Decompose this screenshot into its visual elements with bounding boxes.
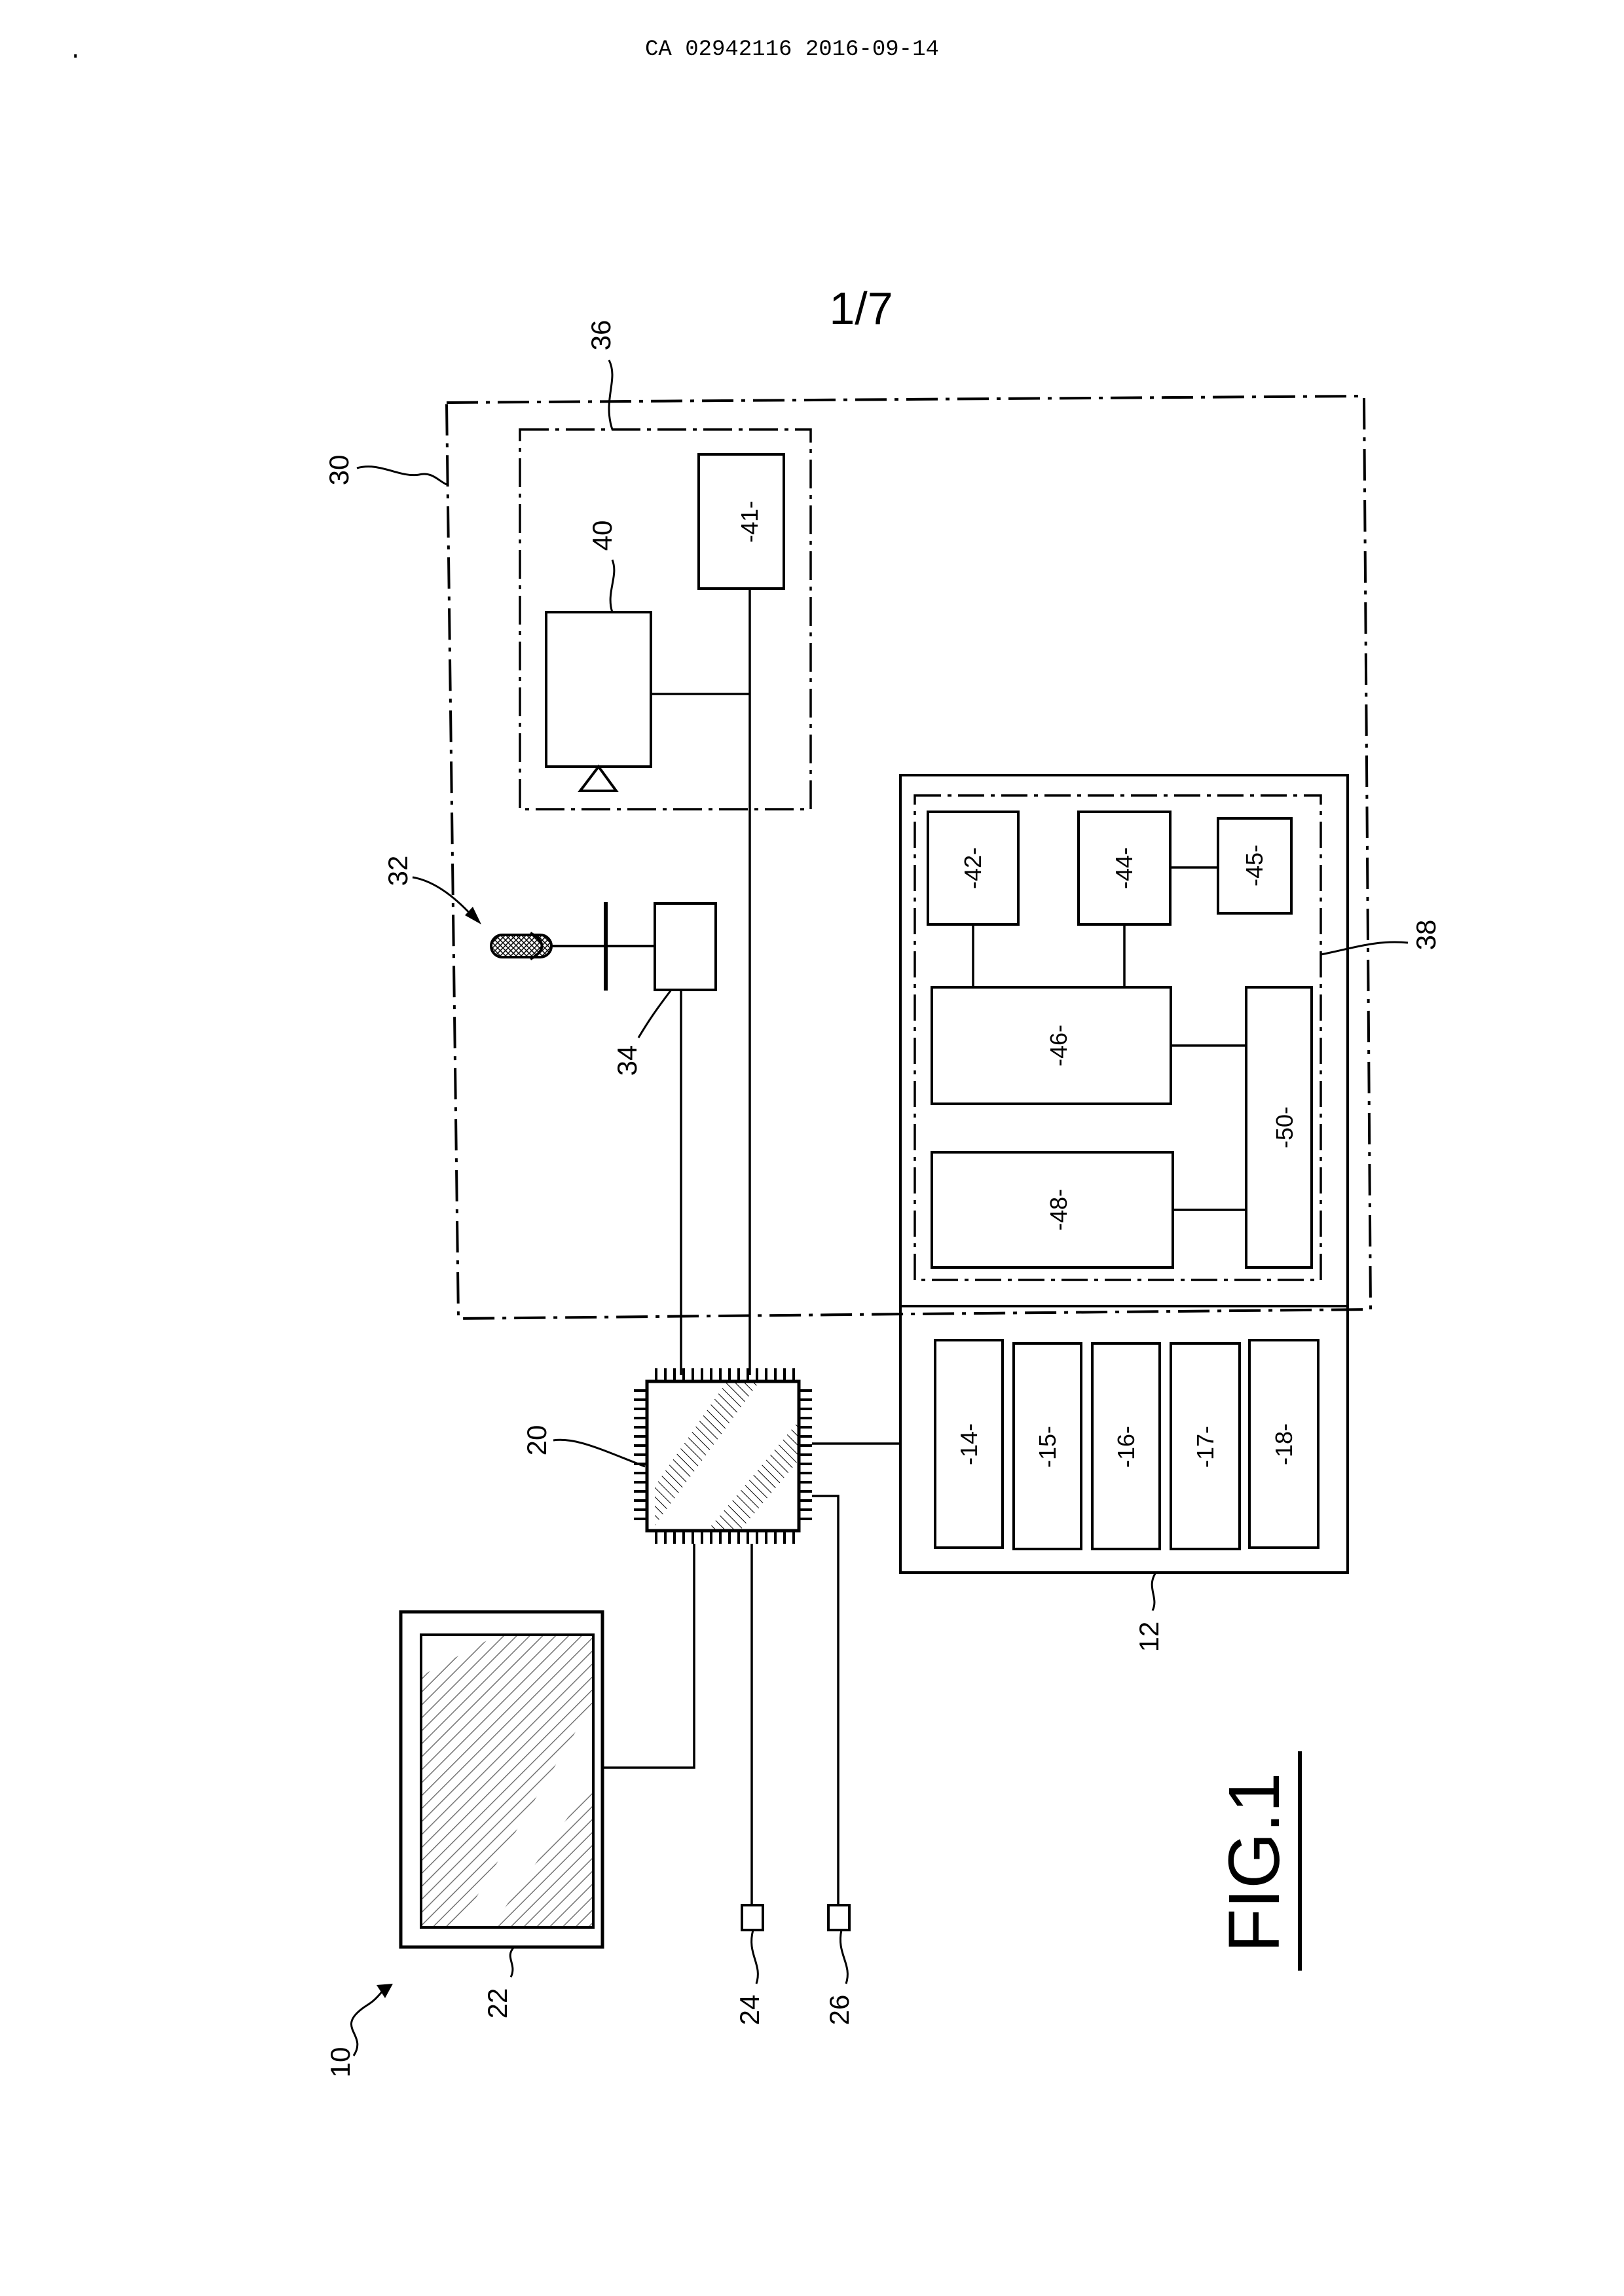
link-chip-26 [812, 1496, 838, 1905]
ref-32-arrowhead [465, 907, 481, 924]
ref-36: 36 [585, 320, 616, 351]
block-41-label: -41- [736, 501, 763, 543]
ref-34-leader [638, 990, 671, 1038]
block-18-label: -18- [1270, 1423, 1297, 1465]
block-44-label: -44- [1111, 847, 1137, 889]
block-46-label: -46- [1045, 1025, 1072, 1066]
ref-40: 40 [587, 520, 618, 551]
ref-24: 24 [734, 1995, 765, 2026]
ref-30: 30 [323, 455, 354, 486]
block-45-label: -45- [1241, 845, 1268, 886]
module-34 [655, 903, 716, 990]
sheet-number: 1/7 [829, 283, 893, 334]
link-chip-display [596, 1544, 694, 1768]
block-14-label: -14- [955, 1423, 982, 1465]
camera-40-lens [580, 767, 616, 791]
ref-38: 38 [1411, 920, 1441, 951]
block-16-label: -16- [1113, 1426, 1139, 1468]
block-17-label: -17- [1192, 1426, 1219, 1468]
camera-40-body [546, 612, 651, 767]
block-15-label: -15- [1034, 1426, 1061, 1468]
ref-34: 34 [612, 1046, 642, 1076]
ref-24-leader [752, 1930, 758, 1984]
ref-36-leader [609, 360, 612, 429]
ref-38-leader [1321, 942, 1408, 955]
ref-32-leader [413, 877, 473, 917]
ref-12: 12 [1134, 1622, 1164, 1652]
processor-20-chip [634, 1368, 812, 1544]
block-42-label: -42- [959, 847, 986, 889]
connector-26 [828, 1905, 849, 1930]
ref-10-leader [351, 1990, 383, 2056]
ref-20: 20 [521, 1425, 552, 1456]
ref-26-leader [840, 1930, 847, 1984]
figure-title: FIG.1 [1214, 1772, 1295, 1952]
header-dot: . [69, 40, 82, 65]
ref-20-leader [553, 1440, 645, 1467]
block-50-label: -50- [1271, 1106, 1298, 1148]
ref-26: 26 [824, 1995, 855, 2026]
block-48-label: -48- [1045, 1189, 1072, 1231]
ref-22-leader [510, 1947, 514, 1977]
document-id: CA 02942116 2016-09-14 [645, 37, 939, 62]
ref-30-leader [357, 467, 447, 484]
ref-40-leader [610, 560, 614, 612]
connector-24 [742, 1905, 763, 1930]
ref-32: 32 [382, 856, 413, 886]
ref-22: 22 [482, 1988, 513, 2019]
ref-10: 10 [325, 2047, 356, 2078]
ref-12-leader [1152, 1573, 1156, 1611]
